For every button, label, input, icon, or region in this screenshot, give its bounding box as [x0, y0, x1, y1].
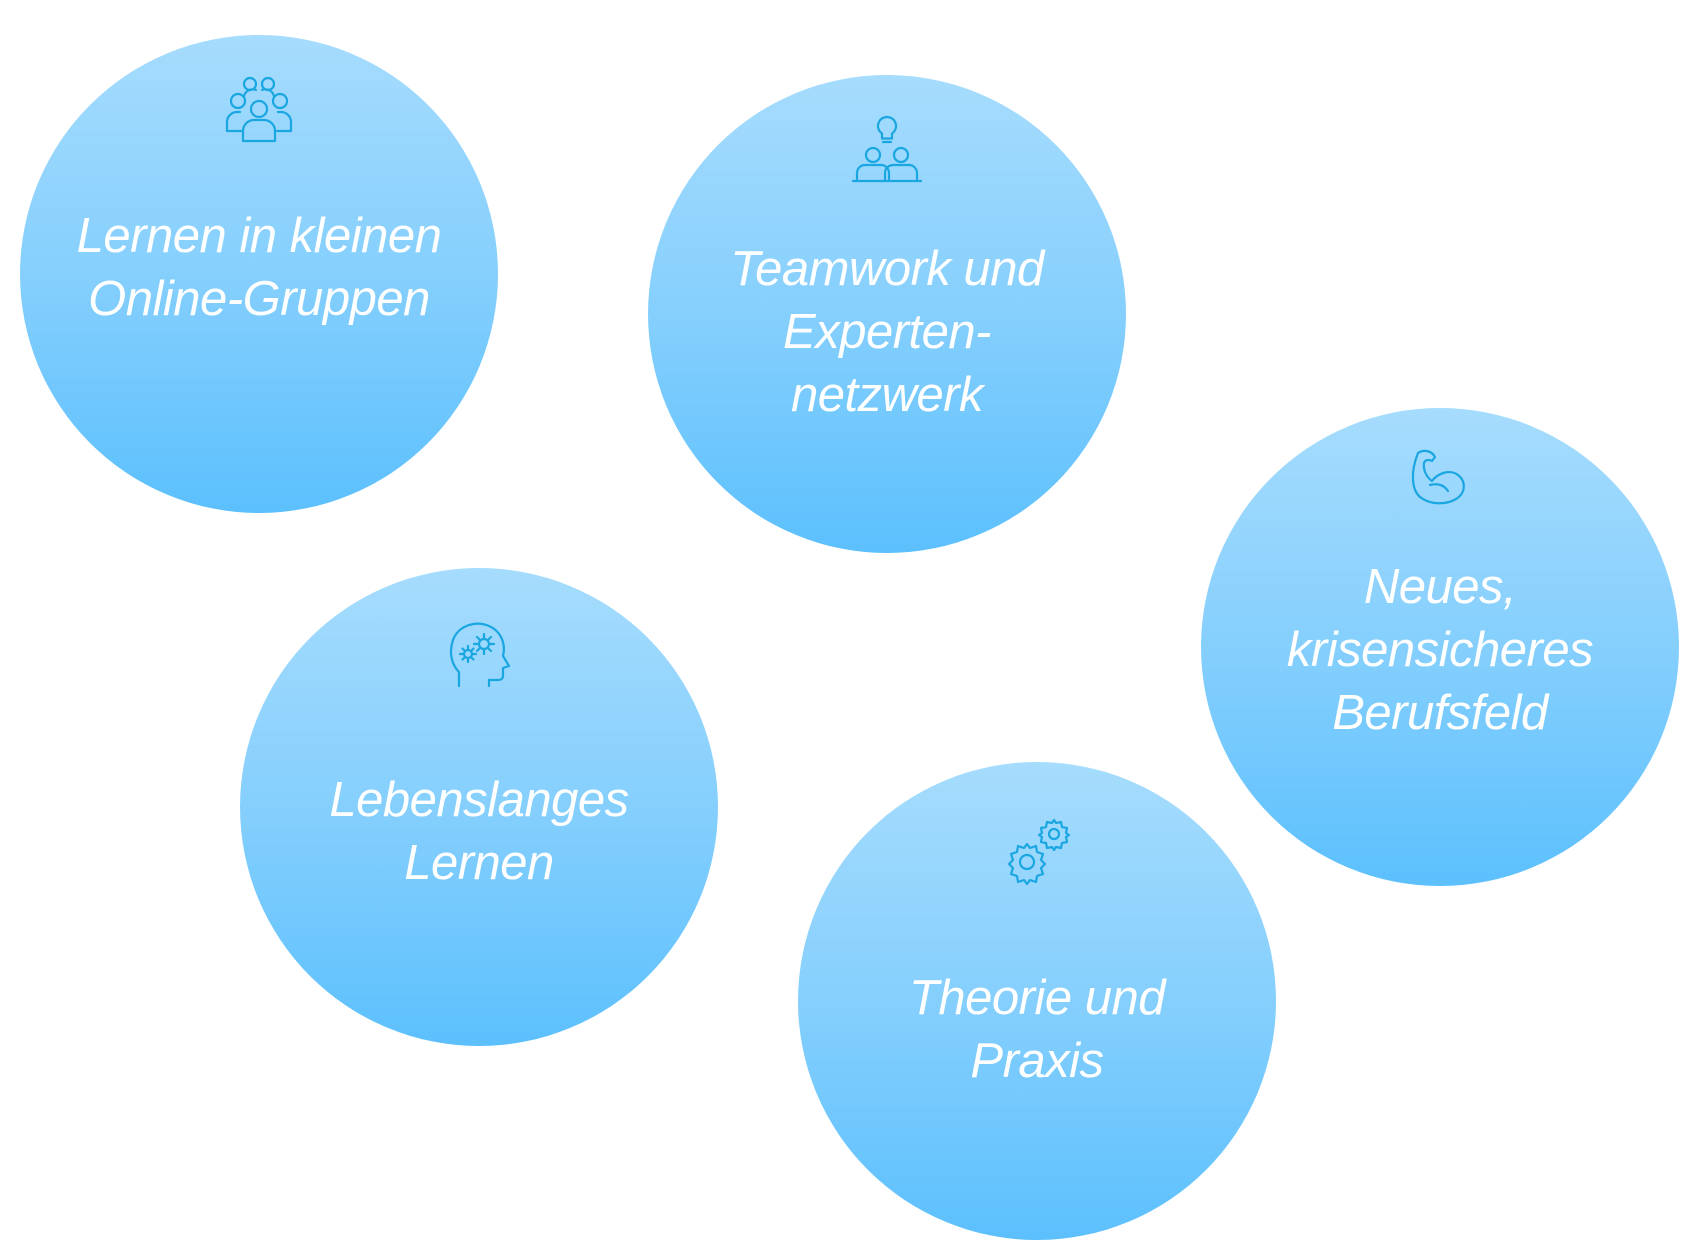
bubble-career-field: Neues, krisensicheres Berufsfeld: [1201, 408, 1679, 886]
flexed-arm-icon: [1400, 443, 1480, 523]
bubble-label: Teamwork und Experten- netzwerk: [730, 242, 1044, 422]
bubble-label: Lebenslanges Lernen: [329, 773, 629, 890]
group-people-icon: [219, 69, 299, 149]
head-gears-icon: [439, 612, 519, 692]
bubble-label: Lernen in kleinen Online-Gruppen: [76, 209, 442, 326]
bubble-label: Neues, krisensicheres Berufsfeld: [1286, 560, 1594, 740]
bubble-lifelong-learning: Lebenslanges Lernen: [240, 568, 718, 1046]
bubble-teamwork: Teamwork und Experten- netzwerk: [648, 75, 1126, 553]
bubble-theory-practice: Theorie und Praxis: [798, 762, 1276, 1240]
team-idea-icon: [847, 111, 927, 191]
bubble-label: Theorie und Praxis: [908, 971, 1166, 1088]
bubble-online-groups: Lernen in kleinen Online-Gruppen: [20, 35, 498, 513]
gears-icon: [997, 810, 1077, 890]
